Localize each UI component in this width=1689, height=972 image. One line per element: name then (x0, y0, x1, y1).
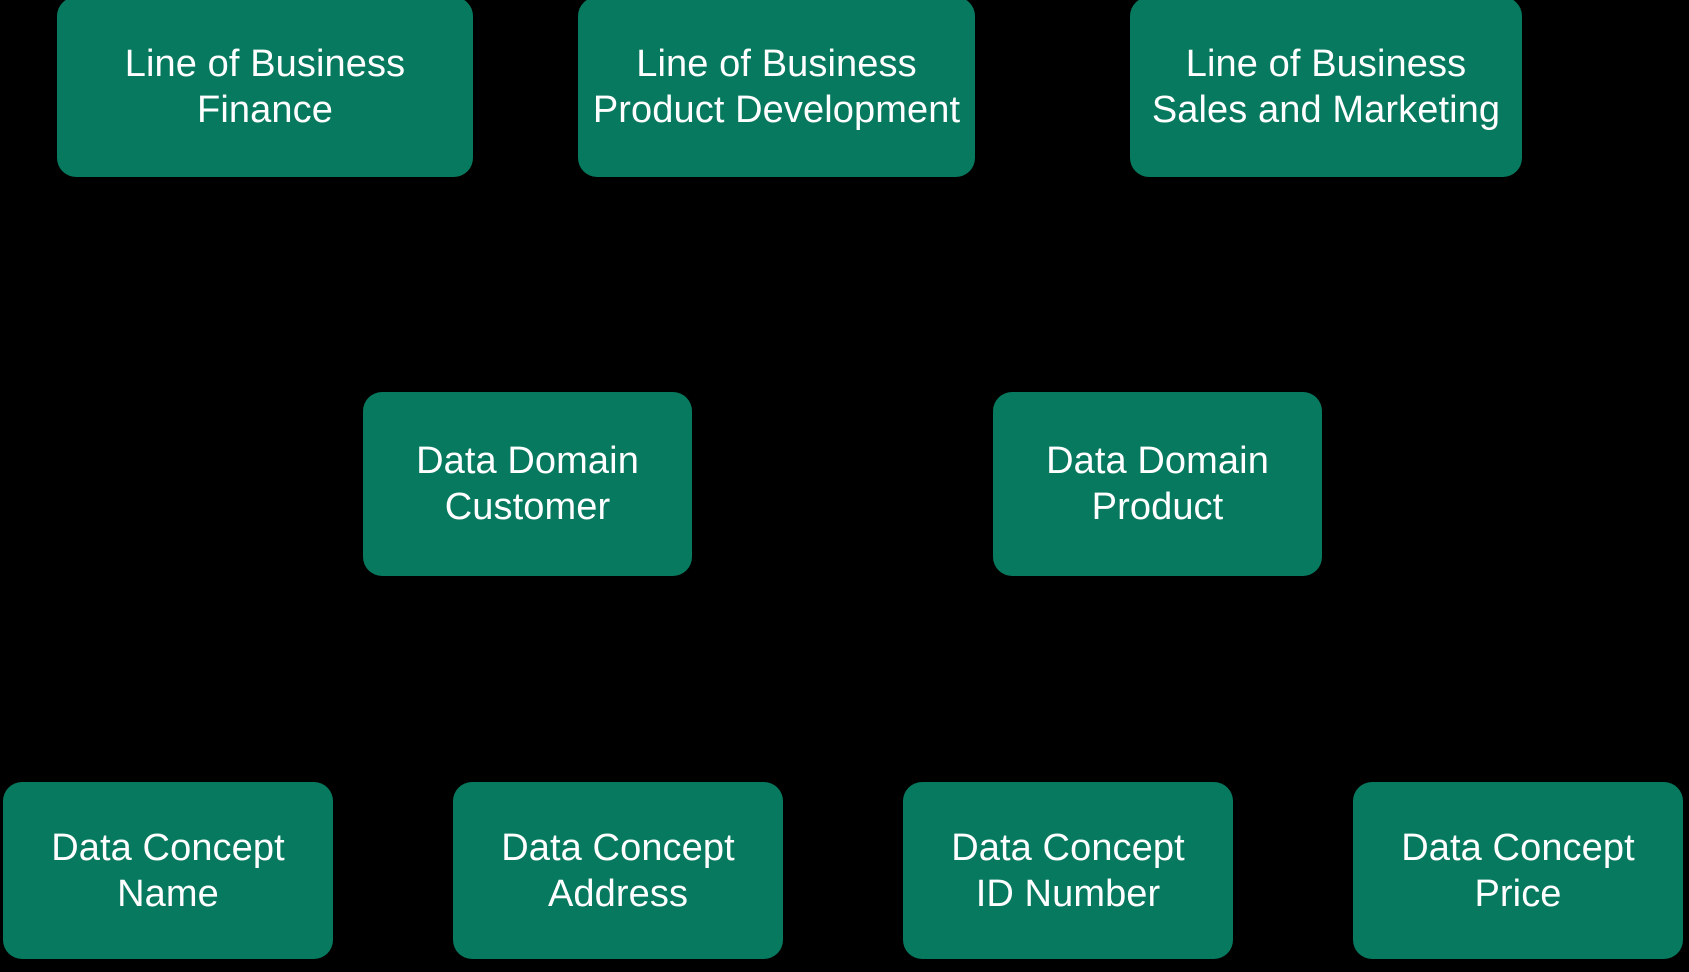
node-type-label: Data Domain (416, 440, 639, 482)
node-name-label: Address (547, 872, 689, 915)
node-name-label: Customer (444, 486, 611, 528)
node-name-label: Finance (197, 89, 333, 131)
node-name-label: Product Development (592, 89, 961, 131)
node-name-label: ID Number (975, 872, 1161, 915)
node-name-label: Sales and Marketing (1151, 89, 1501, 131)
node-line-of-business-product-development[interactable]: Line of Business Product Development (578, 0, 975, 177)
node-data-concept-id-number[interactable]: Data Concept ID Number (903, 782, 1233, 959)
node-data-concept-price[interactable]: Data Concept Price (1353, 782, 1683, 959)
node-data-domain-product[interactable]: Data Domain Product (993, 392, 1322, 576)
node-name-label: Product (1091, 486, 1224, 528)
node-type-label: Data Concept (501, 826, 735, 869)
node-line-of-business-finance[interactable]: Line of Business Finance (57, 0, 473, 177)
node-name-label: Name (117, 872, 219, 915)
node-type-label: Line of Business (1185, 43, 1467, 85)
node-type-label: Data Domain (1046, 440, 1269, 482)
node-type-label: Data Concept (951, 826, 1185, 869)
node-data-concept-name[interactable]: Data Concept Name (3, 782, 333, 959)
node-type-label: Line of Business (124, 43, 406, 85)
node-type-label: Data Concept (51, 826, 285, 869)
node-type-label: Data Concept (1401, 826, 1635, 869)
node-data-concept-address[interactable]: Data Concept Address (453, 782, 783, 959)
node-data-domain-customer[interactable]: Data Domain Customer (363, 392, 692, 576)
node-line-of-business-sales-and-marketing[interactable]: Line of Business Sales and Marketing (1130, 0, 1522, 177)
node-name-label: Price (1474, 872, 1562, 915)
node-type-label: Line of Business (636, 43, 917, 85)
